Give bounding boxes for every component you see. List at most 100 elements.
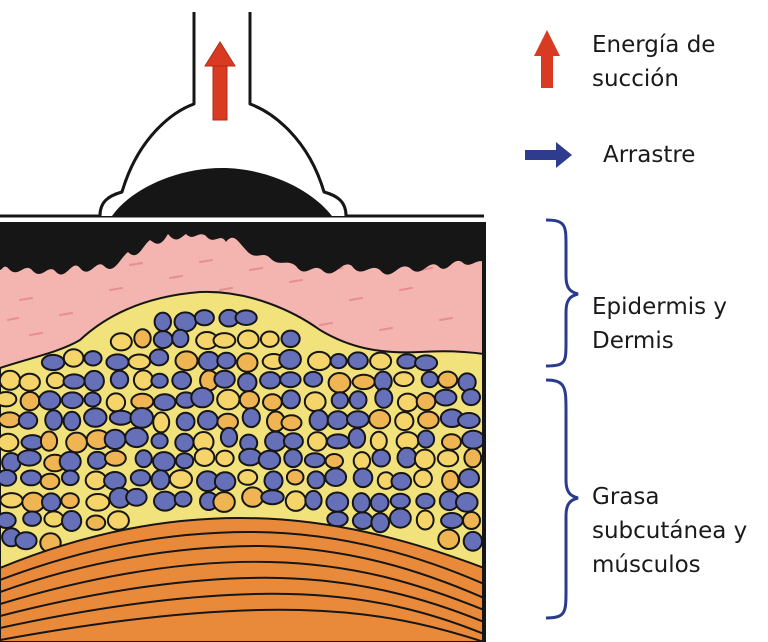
fat-cell bbox=[461, 429, 484, 450]
fat-cell bbox=[414, 354, 439, 372]
fat-cell bbox=[389, 507, 412, 529]
fat-cell bbox=[62, 410, 82, 432]
fat-cell bbox=[237, 469, 259, 486]
fat-cell bbox=[20, 469, 43, 487]
fat-cell bbox=[174, 350, 199, 372]
fat-cell bbox=[150, 432, 169, 450]
fat-cell bbox=[303, 452, 326, 469]
fat-cell bbox=[61, 510, 83, 532]
fat-cell bbox=[83, 350, 103, 367]
fat-cell bbox=[103, 428, 127, 451]
fat-label-line3: músculos bbox=[592, 552, 701, 578]
fat-cell bbox=[105, 392, 127, 413]
fat-cell bbox=[279, 371, 302, 389]
fat-cell bbox=[0, 492, 24, 509]
fat-cell bbox=[304, 489, 323, 511]
fat-cell bbox=[14, 531, 38, 551]
fat-cell bbox=[45, 371, 66, 390]
fat-cell bbox=[213, 369, 236, 389]
fat-cell bbox=[44, 409, 64, 431]
fat-cell bbox=[351, 511, 374, 531]
fat-cell bbox=[60, 391, 84, 410]
fat-cell bbox=[104, 449, 127, 467]
epidermis-layer bbox=[0, 224, 484, 275]
suction-legend-arrow-icon bbox=[534, 30, 560, 88]
fat-cell bbox=[83, 391, 102, 408]
suction-cup bbox=[98, 12, 348, 217]
fat-cell bbox=[175, 452, 195, 470]
fat-cell bbox=[130, 392, 155, 410]
fat-cell bbox=[18, 372, 41, 392]
fat-cell bbox=[416, 429, 436, 449]
fat-cell bbox=[441, 433, 462, 451]
fat-cell bbox=[60, 492, 80, 510]
tissue-frame bbox=[0, 222, 486, 642]
fat-cell bbox=[190, 386, 215, 409]
fat-cell bbox=[434, 388, 458, 407]
fat-cell bbox=[368, 409, 392, 430]
fat-cell bbox=[236, 329, 260, 350]
fat-cell bbox=[152, 411, 171, 434]
fat-cell bbox=[437, 370, 459, 389]
fat-cell bbox=[85, 514, 107, 531]
fat-cell bbox=[153, 393, 177, 412]
fat-cell bbox=[458, 468, 481, 489]
fat-cell bbox=[440, 512, 464, 530]
fat-cell bbox=[257, 449, 282, 471]
fat-cell bbox=[324, 467, 348, 488]
fat-cell bbox=[241, 486, 265, 508]
fat-cell bbox=[348, 390, 368, 410]
fat-cell bbox=[262, 393, 283, 412]
fat-cell bbox=[174, 432, 195, 453]
fat-cell bbox=[65, 431, 88, 454]
fat-cell bbox=[329, 353, 348, 370]
fat-cell bbox=[0, 369, 22, 391]
fat-cell bbox=[0, 432, 20, 453]
fat-cell bbox=[193, 447, 216, 468]
fat-cell bbox=[124, 426, 149, 449]
fat-cell bbox=[41, 492, 62, 513]
fat-cell bbox=[308, 409, 329, 432]
fat-cell bbox=[393, 371, 415, 388]
fat-cell bbox=[303, 370, 324, 388]
fat-cell bbox=[371, 448, 392, 468]
drag-arrow-icon bbox=[525, 142, 572, 168]
fat-cell bbox=[326, 410, 349, 431]
fat-cell bbox=[436, 449, 460, 468]
fat-cell bbox=[390, 472, 413, 491]
fat-cell bbox=[420, 370, 439, 389]
suction-label-line2: succión bbox=[592, 66, 679, 92]
fat-cell bbox=[173, 490, 193, 508]
fat-cell bbox=[457, 412, 481, 429]
fat-cell bbox=[325, 491, 350, 513]
fat-cell bbox=[259, 371, 282, 390]
fat-cell bbox=[396, 353, 418, 370]
fat-cell bbox=[413, 448, 436, 470]
fat-cell bbox=[153, 311, 173, 332]
fat-cell bbox=[213, 471, 237, 492]
fat-cell bbox=[369, 351, 393, 371]
fat-cell bbox=[241, 407, 261, 429]
fat-cell bbox=[168, 469, 193, 489]
fat-cell bbox=[133, 328, 152, 349]
fat-cell bbox=[352, 451, 372, 471]
epidermis-label-line2: Dermis bbox=[592, 328, 674, 354]
fat-cell bbox=[19, 391, 41, 412]
fat-cell bbox=[17, 411, 39, 430]
fat-cell bbox=[171, 370, 193, 390]
fat-cell bbox=[85, 493, 111, 512]
fat-cell bbox=[285, 468, 305, 486]
fat-cell bbox=[389, 492, 411, 510]
fat-cell bbox=[461, 388, 482, 407]
fat-cell bbox=[417, 410, 440, 430]
fat-cell bbox=[16, 449, 42, 467]
fat-cell bbox=[83, 369, 105, 392]
fat-cell bbox=[60, 469, 80, 487]
fat-cell bbox=[236, 352, 259, 373]
fat-cell bbox=[462, 511, 481, 530]
fat-cell bbox=[150, 372, 169, 389]
fat-cell bbox=[58, 450, 82, 473]
